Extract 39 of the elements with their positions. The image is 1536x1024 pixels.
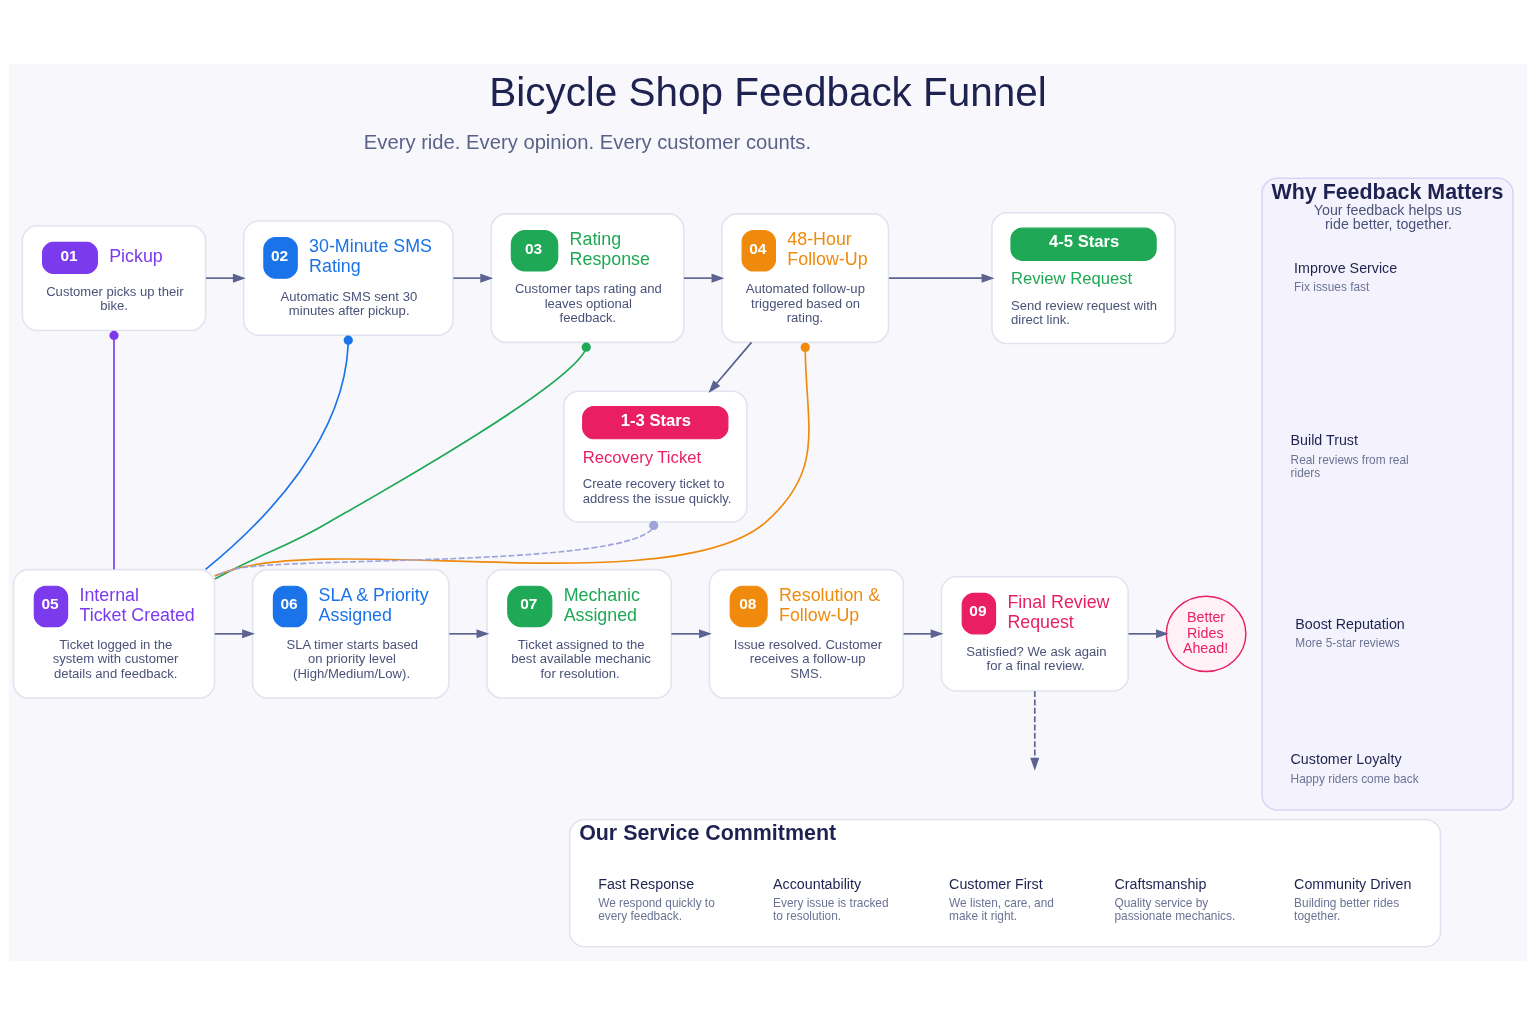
node-text: Accountability Every issue is tracked to resolution. bbox=[773, 875, 889, 923]
node-text: Improve Service Fix issues fast bbox=[1294, 259, 1398, 294]
arrow bbox=[902, 628, 944, 638]
connector bbox=[213, 342, 810, 577]
label: Every ride. Every opinion. Every customer counts. bbox=[363, 130, 812, 153]
node-text: Customer Loyalty Happy riders come back bbox=[1290, 750, 1419, 786]
arrow bbox=[213, 628, 255, 638]
connector bbox=[204, 335, 353, 570]
node-box: 01 Pickup Customer picks up their bike. bbox=[21, 224, 207, 331]
node-box: 02 30-Minute SMS Rating Automatic SMS sent 30 minutes after pickup. bbox=[242, 219, 454, 336]
node-text: Community Driven Building better rides together. bbox=[1294, 875, 1412, 923]
arrow bbox=[452, 273, 494, 283]
node-box: 4-5 Stars Review Request Send review request with direct link. bbox=[991, 211, 1176, 344]
diagram-title: Bicycle Shop Feedback Funnel bbox=[489, 68, 1047, 115]
node-text: Boost Reputation More 5-star reviews bbox=[1295, 615, 1405, 650]
node-box: 05 Internal Ticket Created Ticket logged in the system with customer details and feedback. bbox=[12, 568, 216, 699]
node-box: 08 Resolution & Follow-Up Issue resolved. Customer receives a follow-up SMS. bbox=[708, 568, 905, 699]
arrow bbox=[708, 341, 753, 393]
arrow bbox=[1030, 689, 1040, 771]
node-box: 09 Final Review Request Satisfied? We ask again for a final review. bbox=[940, 575, 1129, 692]
node-box: 1-3 Stars Recovery Ticket Create recovery ticket to address the issue quickly. bbox=[562, 389, 748, 523]
arrow bbox=[205, 273, 246, 283]
arrow bbox=[888, 273, 995, 283]
node-text: Fast Response We respond quickly to every feedback. bbox=[598, 875, 715, 923]
arrow bbox=[683, 273, 725, 283]
node-box: 04 48-Hour Follow-Up Automated follow-up triggered based on rating. bbox=[721, 212, 890, 343]
arrow bbox=[1127, 628, 1169, 638]
node-text: Customer First We listen, care, and make it right. bbox=[949, 875, 1054, 923]
connector bbox=[109, 330, 119, 570]
node-box: 03 Rating Response Customer taps rating and leaves optional feedback. bbox=[490, 212, 685, 343]
node-box: 07 Mechanic Assigned Ticket assigned to the best available mechanic for resolution. bbox=[486, 568, 673, 699]
node-text: Build Trust Real reviews from real riders bbox=[1290, 431, 1409, 480]
connector bbox=[213, 520, 659, 577]
connector bbox=[213, 342, 591, 580]
node-text: Craftsmanship Quality service by passionate mechanics. bbox=[1114, 875, 1236, 923]
arrow bbox=[448, 628, 490, 638]
node-circle: Better Rides Ahead! bbox=[1165, 595, 1247, 672]
node-box: 06 SLA & Priority Assigned SLA timer starts based on priority level (High/Medium/Low). bbox=[251, 568, 450, 699]
arrow bbox=[670, 628, 712, 638]
